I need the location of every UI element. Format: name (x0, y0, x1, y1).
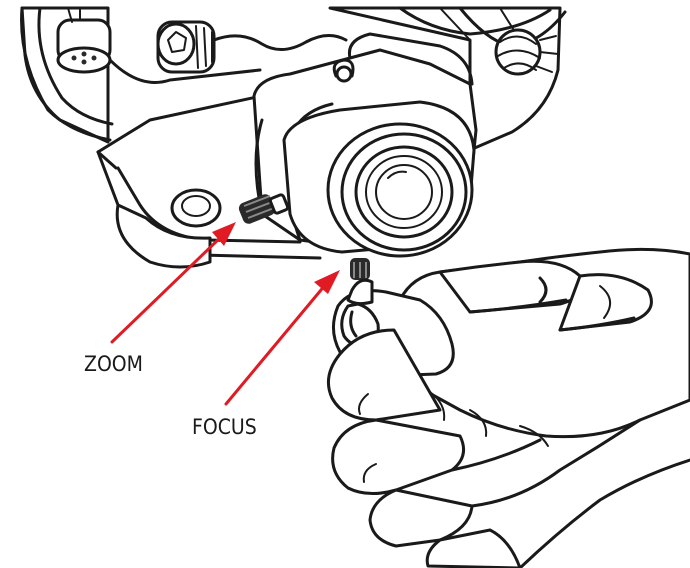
mounting-bracket (96, 90, 322, 269)
focus-label: FOCUS (192, 415, 257, 439)
camera-housing (20, 6, 567, 152)
cable-bundle-icon (494, 28, 559, 76)
tilt-hinge (170, 188, 222, 228)
zoom-callout-arrow (110, 222, 236, 344)
lens-assembly (252, 32, 478, 258)
zoom-label: ZOOM (84, 352, 143, 376)
focus-lever (350, 258, 370, 280)
connector-icon (56, 7, 112, 74)
lock-knob-icon (156, 20, 216, 74)
hand-illustration (326, 247, 690, 568)
focus-callout-arrow (224, 270, 340, 406)
zoom-lever (238, 193, 290, 224)
